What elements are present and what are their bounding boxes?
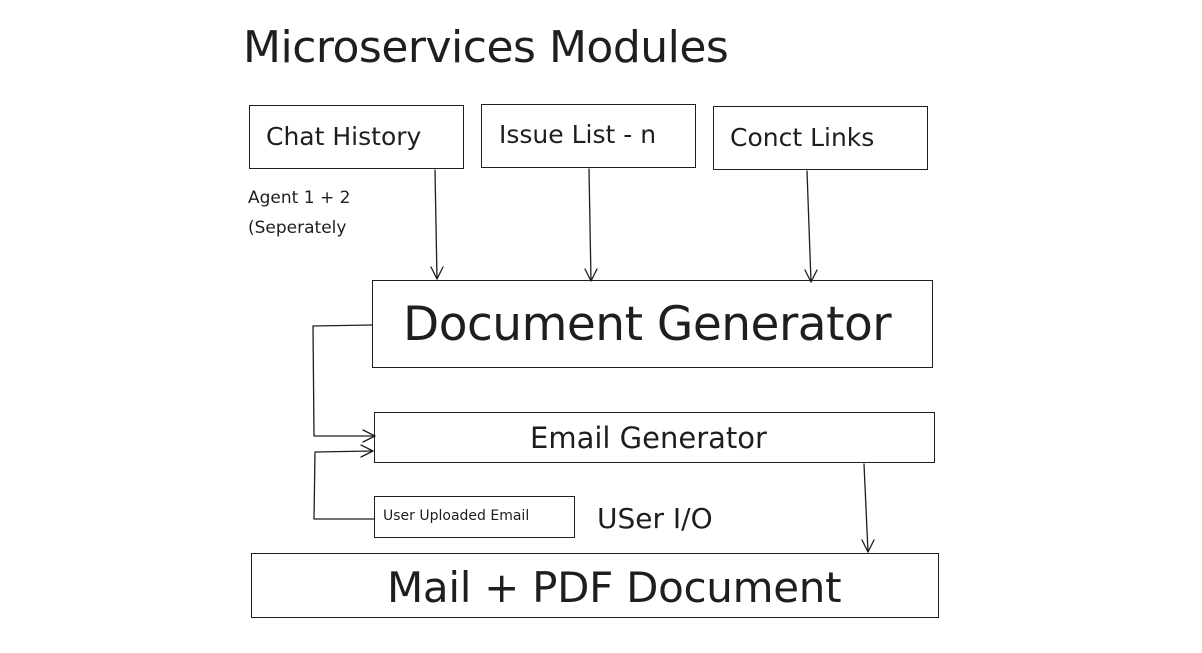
document-generator-label: Document Generator (403, 297, 892, 352)
mail-pdf-document-node: Mail + PDF Document (251, 553, 939, 618)
arrowhead-icon (861, 539, 875, 553)
agent-note-line2: (Seperately (248, 218, 347, 238)
email-generator-node: Email Generator (374, 412, 935, 463)
arrowhead-icon (430, 266, 444, 280)
arrowhead-icon (360, 444, 374, 458)
agent-note-line1: Agent 1 + 2 (248, 188, 351, 208)
conct-links-label: Conct Links (730, 123, 875, 152)
edge-email-generator-to-mail-pdf-document (863, 463, 869, 553)
document-generator-node: Document Generator (372, 280, 933, 368)
conct-links-node: Conct Links (713, 106, 928, 170)
diagram-title: Microservices Modules (243, 22, 729, 73)
agent-note: Agent 1 + 2 (Seperately (248, 183, 350, 243)
mail-pdf-document-label: Mail + PDF Document (387, 563, 842, 612)
edge-document-generator-to-email-generator (312, 324, 376, 437)
edge-user-uploaded-email-to-email-generator (313, 450, 375, 520)
issue-list-label: Issue List - n (499, 120, 657, 149)
edge-conct-links-to-document-generator (806, 170, 812, 283)
chat-history-label: Chat History (266, 122, 422, 151)
user-io-label: USer I/O (597, 502, 713, 535)
edge-issue-list-to-document-generator (588, 168, 592, 282)
issue-list-node: Issue List - n (481, 104, 696, 168)
user-uploaded-email-node: User Uploaded Email (374, 496, 575, 538)
edge-chat-history-to-document-generator (434, 169, 438, 280)
user-uploaded-email-label: User Uploaded Email (383, 508, 530, 524)
email-generator-label: Email Generator (530, 421, 767, 455)
chat-history-node: Chat History (249, 105, 464, 169)
